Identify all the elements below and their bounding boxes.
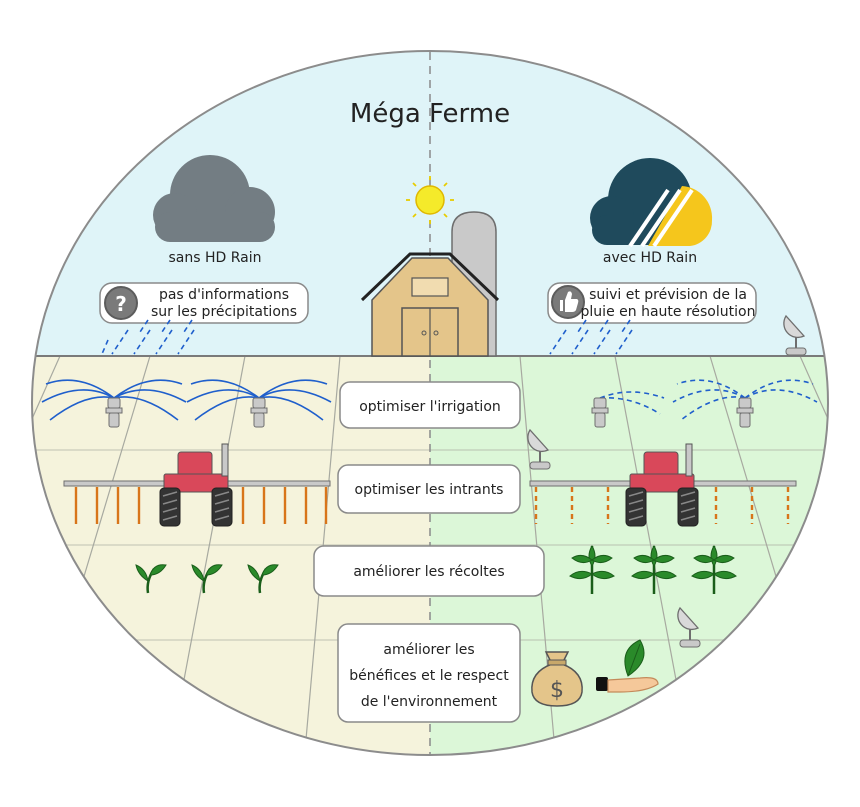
seedling-icon [247, 564, 279, 594]
leaf-in-hand-icon [596, 639, 659, 693]
tractor-left-icon [63, 443, 331, 527]
seedling-icon [135, 564, 167, 594]
tractor-right-icon [529, 443, 797, 527]
seedling-icon [191, 564, 223, 594]
benefit-intrants-text: optimiser les intrants [355, 482, 504, 498]
sensor-antenna-icon [677, 606, 701, 648]
dollar-sign: $ [550, 678, 564, 703]
hd-rain-cloud-icon [590, 158, 713, 248]
right-info-line1: suivi et prévision de la [589, 287, 747, 303]
page-title: Méga Ferme [350, 99, 510, 129]
seedlings-left [135, 564, 279, 594]
sensor-antenna-icon [527, 428, 551, 470]
benefit-intrants: optimiser les intrants [337, 464, 521, 514]
left-rain [101, 319, 195, 355]
question-mark: ? [115, 292, 127, 316]
barn-icon [360, 252, 500, 357]
right-rain [549, 319, 633, 355]
plant-icon [691, 545, 737, 594]
sun-icon [406, 176, 454, 224]
benefit-irrigation: optimiser l'irrigation [339, 381, 521, 429]
left-info-line2: sur les précipitations [151, 304, 297, 320]
sprinkler-right-2 [672, 379, 818, 428]
sprinkler-right-1 [591, 391, 665, 428]
left-info-pill: ? pas d'informations sur les précipitati… [99, 282, 309, 324]
sprinkler-left-2 [186, 379, 332, 428]
right-info-pill: suivi et prévision de la pluie en haute … [547, 282, 757, 324]
money-bag-icon: $ [531, 651, 583, 707]
benefit-irrigation-text: optimiser l'irrigation [359, 399, 501, 415]
right-label: avec HD Rain [603, 250, 697, 266]
plants-right [569, 545, 737, 594]
benefit-recoltes-text: améliorer les récoltes [353, 564, 504, 580]
sensor-antenna-icon [783, 314, 807, 356]
left-info-line1: pas d'informations [159, 287, 289, 303]
scene-frame [31, 50, 829, 756]
benefit-recoltes: améliorer les récoltes [313, 545, 545, 597]
right-info-line2: pluie en haute résolution [581, 304, 756, 320]
sprinkler-left-1 [41, 379, 187, 428]
benefit-benefices-line3: de l'environnement [361, 694, 498, 710]
plant-icon [569, 545, 615, 594]
grey-cloud-icon [153, 155, 275, 242]
benefit-benefices-line1: améliorer les [383, 642, 474, 658]
question-icon [104, 286, 138, 320]
left-label: sans HD Rain [168, 250, 261, 266]
benefit-benefices-line2: bénéfices et le respect [349, 668, 509, 684]
benefit-benefices: améliorer les bénéfices et le respect de… [337, 623, 521, 723]
plant-icon [631, 545, 677, 594]
